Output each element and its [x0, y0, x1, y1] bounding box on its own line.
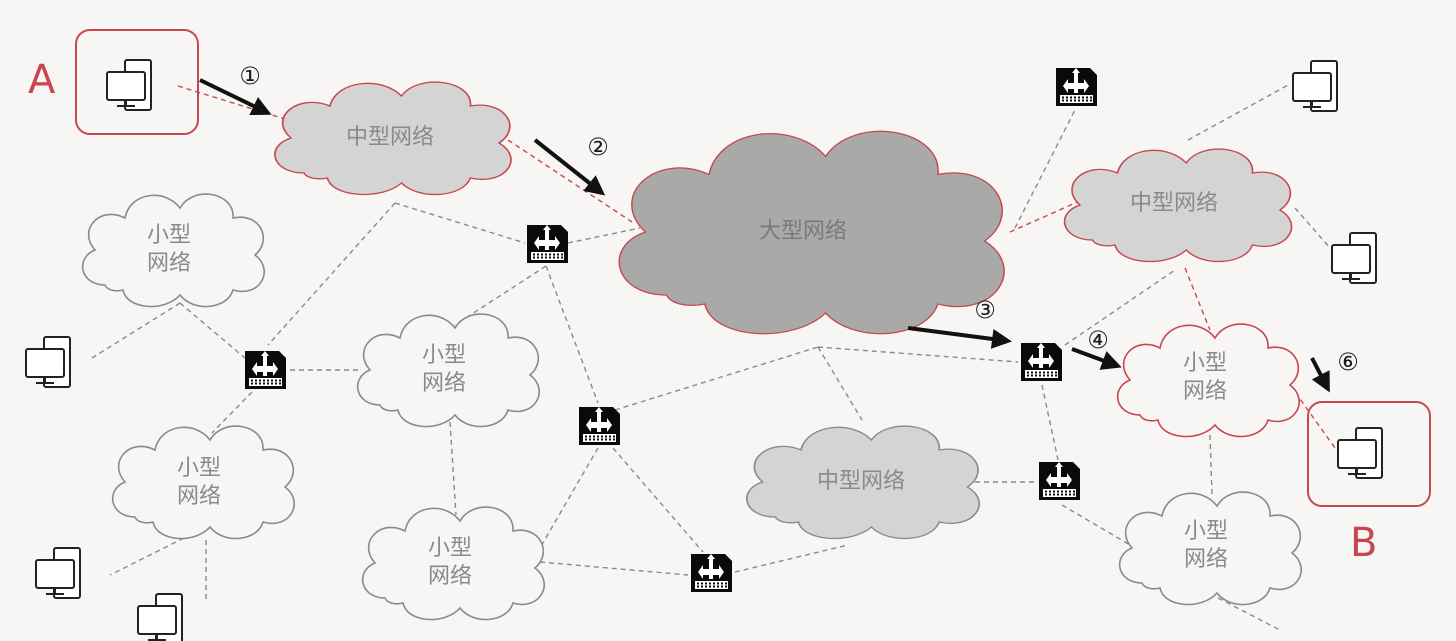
medium-network-right: 中型网络 — [1063, 148, 1293, 263]
network-label: 小型 — [147, 223, 191, 248]
router-icon — [579, 407, 620, 445]
network-label: 小型 — [428, 536, 472, 561]
network-label: 网络 — [428, 564, 472, 589]
medium-network-source: 中型网络 — [274, 81, 512, 196]
computer-icon[interactable] — [1292, 60, 1338, 112]
host-a-frame — [75, 29, 199, 135]
network-label: 小型 — [422, 343, 466, 368]
network-label: 网络 — [147, 251, 191, 276]
network-label: 网络 — [422, 371, 466, 396]
step-label-1: ① — [239, 62, 261, 90]
router-icon — [1056, 68, 1097, 106]
router-icon — [527, 225, 568, 263]
network-label: 大型网络 — [759, 219, 847, 244]
computer-icon[interactable] — [35, 547, 81, 599]
network-label: 中型网络 — [346, 125, 434, 150]
step-label-6: ⑥ — [1337, 348, 1359, 376]
computer-icon[interactable] — [106, 59, 152, 111]
computer-icon[interactable] — [25, 336, 71, 388]
step-label-3: ③ — [974, 296, 996, 324]
network-label: 网络 — [177, 484, 221, 509]
network-label: 小型 — [177, 456, 221, 481]
small-network-left-top: 小型 网络 — [81, 193, 266, 308]
network-label: 中型网络 — [817, 469, 905, 494]
network-label: 网络 — [1184, 547, 1228, 572]
medium-network-bottom: 中型网络 — [745, 425, 981, 540]
endpoint-label-b: B — [1350, 520, 1377, 566]
router-icon — [245, 351, 286, 389]
computer-icon[interactable] — [1331, 232, 1377, 284]
endpoint-label-a: A — [28, 57, 56, 103]
step-label-2: ② — [587, 133, 609, 161]
network-label: 小型 — [1183, 351, 1227, 376]
small-network-right-bottom: 小型 网络 — [1118, 491, 1303, 606]
router-icon — [1021, 343, 1062, 381]
small-network-on-path: 小型 网络 — [1116, 323, 1301, 438]
small-network-center-top: 小型 网络 — [356, 313, 541, 428]
computer-icon[interactable] — [1337, 427, 1383, 479]
step-arrows — [199, 78, 1330, 393]
host-b-frame — [1307, 401, 1431, 507]
small-network-center-bottom: 小型 网络 — [361, 506, 546, 621]
step-label-4: ④ — [1087, 326, 1109, 354]
network-label: 网络 — [1183, 379, 1227, 404]
network-label: 中型网络 — [1130, 191, 1218, 216]
computer-icon[interactable] — [137, 593, 183, 641]
grey-links — [91, 83, 1331, 631]
router-icon — [691, 554, 732, 592]
small-network-left-bottom: 小型 网络 — [111, 425, 296, 540]
large-network: 大型网络 — [618, 130, 1006, 335]
router-icon — [1039, 462, 1080, 500]
network-label: 小型 — [1184, 519, 1228, 544]
